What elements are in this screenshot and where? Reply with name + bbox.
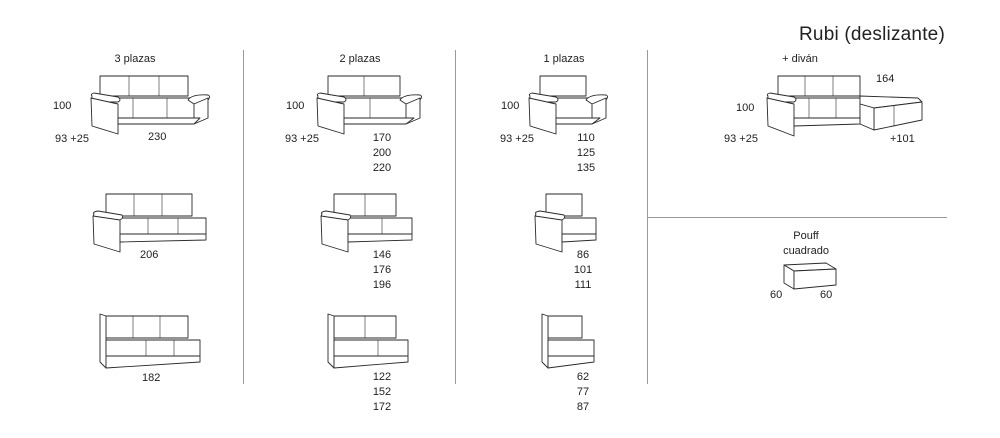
dim-width-2-b-3: 196 (372, 279, 392, 291)
dim-width-2-c-1: 122 (372, 371, 392, 383)
dim-width-2-c-2: 152 (372, 386, 392, 398)
sofa-3-seat-one-arm (92, 193, 207, 253)
dim-width-divan: 164 (876, 73, 895, 85)
dim-width-1-a-3: 135 (576, 162, 596, 174)
dim-width-1-c-2: 77 (576, 386, 590, 398)
sofa-3-seat-armless (99, 313, 201, 369)
dim-width-2-a: 170 200 220 (365, 131, 399, 176)
dim-width-2-a-2: 200 (372, 147, 392, 159)
dim-depth-1: 93 +25 (500, 133, 534, 145)
dim-width-2-c-3: 172 (372, 401, 392, 413)
dim-width-1-c-1: 62 (576, 371, 590, 383)
dim-width-2-a-3: 220 (372, 162, 392, 174)
sofa-1-seat-armrests (528, 75, 608, 135)
dim-width-2-c: 122 152 172 (365, 370, 399, 415)
dim-width-1-a-1: 110 (577, 132, 595, 144)
dim-width-3-a: 230 (148, 131, 167, 143)
dim-height-2: 100 (286, 100, 305, 112)
sofa-2-seat-armrests (316, 75, 422, 135)
dim-width-1-b-2: 101 (573, 264, 593, 276)
dim-depth-3: 93 +25 (55, 133, 89, 145)
dim-width-1-a-2: 125 (576, 147, 596, 159)
column-divider-1 (243, 50, 244, 384)
pouff-label-line2: cuadrado (783, 245, 829, 257)
sofa-2-seat-one-arm (320, 193, 413, 253)
dim-width-1-b: 86 101 111 (566, 248, 600, 293)
dim-width-2-b-2: 176 (372, 264, 392, 276)
dim-extra-divan: +101 (890, 133, 915, 145)
sofa-1-seat-one-arm (534, 193, 597, 253)
heading-3-plazas: 3 plazas (114, 53, 156, 65)
dim-depth-divan: 93 +25 (724, 133, 758, 145)
dim-pouff-width: 60 (770, 289, 783, 301)
dim-width-2-b: 146 176 196 (365, 248, 399, 293)
dim-width-1-c: 62 77 87 (566, 370, 600, 415)
dim-depth-2: 93 +25 (285, 133, 319, 145)
dim-width-1-b-3: 111 (574, 279, 592, 291)
sofa-3-seat-armrests (90, 75, 210, 135)
dim-width-1-a: 110 125 135 (569, 131, 603, 176)
dim-height-divan: 100 (736, 102, 755, 114)
section-divider (647, 217, 947, 218)
dim-width-3-b: 206 (140, 249, 159, 261)
pouff-label-line1: Pouff (793, 230, 819, 242)
dim-pouff-depth: 60 (820, 289, 833, 301)
pouff-label: Pouff cuadrado (768, 229, 844, 259)
sofa-chaise-divan (766, 75, 923, 137)
dim-height-3: 100 (53, 100, 72, 112)
heading-1-plazas: 1 plazas (543, 53, 585, 65)
dim-width-3-c: 182 (142, 372, 161, 384)
dim-width-1-c-3: 87 (576, 401, 590, 413)
dim-width-2-b-1: 146 (372, 249, 392, 261)
page-title: Rubi (deslizante) (799, 24, 945, 45)
pouff-square (783, 262, 837, 290)
dim-width-1-b-1: 86 (576, 249, 590, 261)
sofa-1-seat-armless (541, 313, 595, 369)
sofa-2-seat-armless (327, 313, 409, 369)
column-divider-2 (455, 50, 456, 384)
dim-height-1: 100 (501, 100, 520, 112)
heading-divan: + diván (782, 53, 818, 65)
heading-2-plazas: 2 plazas (339, 53, 381, 65)
dim-width-2-a-1: 170 (372, 132, 392, 144)
